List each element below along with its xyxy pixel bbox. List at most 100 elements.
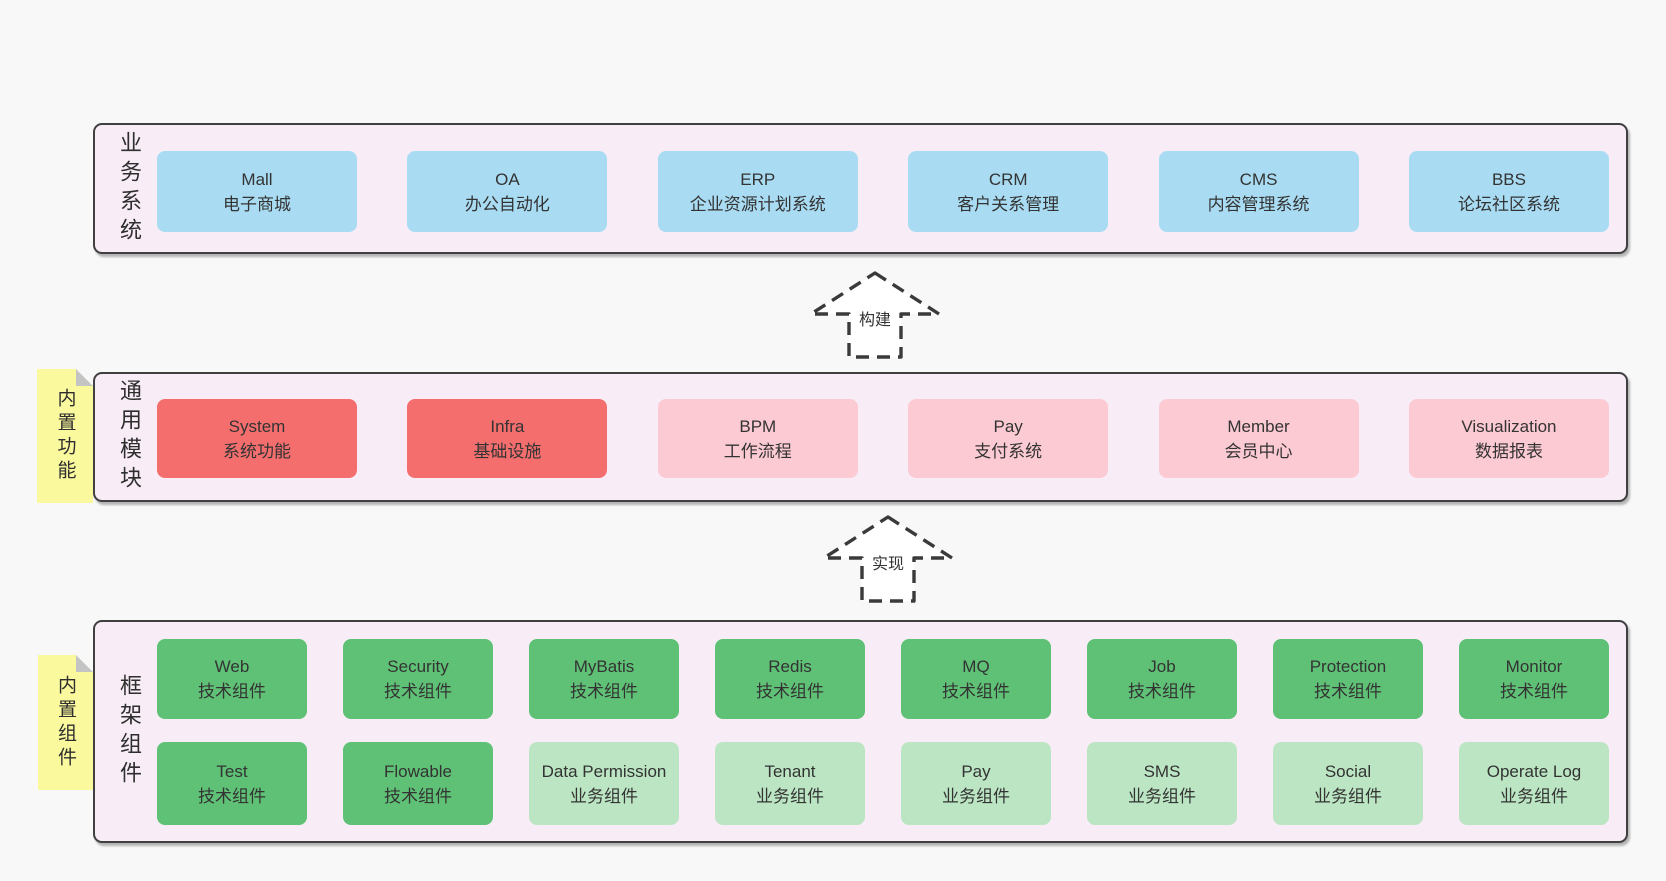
box-erp: ERP 企业资源计划系统 [657,151,858,232]
layer-framework-label: 框架组件 [117,673,142,790]
box-subtitle: 技术组件 [1128,682,1196,701]
box-title: Pay [961,761,991,781]
box-title: Protection [1309,657,1387,676]
box-subtitle: 业务组件 [1314,786,1382,806]
box-subtitle: 支付系统 [974,441,1043,461]
box-subtitle: 技术组件 [942,682,1010,701]
box-protection: Protection 技术组件 [1273,639,1423,719]
box-title: CMS [1239,169,1278,189]
box-subtitle: 客户关系管理 [957,194,1060,214]
box-title: Social [1324,761,1372,781]
box-title: Mall [241,169,273,189]
box-mybatis: MyBatis 技术组件 [529,639,679,719]
box-subtitle: 电子商城 [223,194,291,214]
box-subtitle: 技术组件 [570,682,638,701]
box-title: Tenant [764,761,816,781]
box-title: MQ [962,657,990,676]
folded-corner-icon [76,655,93,672]
layer-framework-components: 框架组件 Web 技术组件 Security 技术组件 MyBatis 技术组件… [93,620,1628,843]
box-monitor: Monitor 技术组件 [1459,639,1609,719]
box-subtitle: 数据报表 [1474,441,1543,461]
box-subtitle: 技术组件 [756,682,824,701]
box-mq: MQ 技术组件 [901,639,1051,719]
sticky-note-built-in-components: 内置组件 [38,655,93,790]
box-infra: Infra 基础设施 [407,399,608,478]
sticky-label: 内置组件 [55,674,76,771]
box-system: System 系统功能 [157,399,357,478]
box-subtitle: 论坛社区系统 [1457,194,1560,214]
box-subtitle: 会员中心 [1224,441,1293,461]
box-title: Member [1227,416,1290,436]
sticky-label: 内置功能 [54,388,76,484]
box-subtitle: 基础设施 [473,441,542,461]
implement-arrow-icon: 实现 [819,514,957,604]
box-test: Test 技术组件 [157,742,307,825]
box-sms: SMS 业务组件 [1087,742,1237,825]
framework-row-2: Test 技术组件 Flowable 技术组件 Data Permission … [157,742,1609,825]
box-title: Pay [993,416,1023,436]
box-subtitle: 业务组件 [756,786,824,806]
box-subtitle: 技术组件 [1500,682,1568,701]
box-title: Data Permission [541,761,667,781]
box-subtitle: 内容管理系统 [1207,194,1310,214]
box-title: ERP [740,169,776,189]
box-subtitle: 系统功能 [223,441,291,461]
dashed-up-arrow-icon [809,271,941,359]
box-oa: OA 办公自动化 [407,151,608,232]
box-pay-system: Pay 支付系统 [908,399,1109,478]
box-title: Job [1148,657,1176,676]
box-subtitle: 技术组件 [1314,682,1382,701]
box-title: System [228,416,286,436]
box-title: SMS [1143,761,1181,781]
box-title: BPM [739,416,777,436]
box-subtitle: 技术组件 [198,682,266,701]
framework-row-1: Web 技术组件 Security 技术组件 MyBatis 技术组件 Redi… [157,639,1609,719]
box-security: Security 技术组件 [343,639,493,719]
box-crm: CRM 客户关系管理 [908,151,1109,232]
box-title: Infra [490,416,525,436]
box-subtitle: 工作流程 [723,441,792,461]
box-title: Test [216,761,248,781]
box-data-permission: Data Permission 业务组件 [529,742,679,825]
layer-business-systems: 业务系统 Mall 电子商城 OA 办公自动化 ERP 企业资源计划系统 CRM… [93,123,1628,254]
box-cms: CMS 内容管理系统 [1158,151,1359,232]
box-visualization: Visualization 数据报表 [1408,399,1609,478]
box-title: MyBatis [573,657,635,676]
box-job: Job 技术组件 [1087,639,1237,719]
box-web: Web 技术组件 [157,639,307,719]
sticky-note-built-in-functions: 内置功能 [37,369,93,503]
box-title: Monitor [1505,657,1563,676]
box-subtitle: 办公自动化 [464,194,550,214]
box-pay-component: Pay 业务组件 [901,742,1051,825]
box-subtitle: 技术组件 [384,786,452,806]
box-subtitle: 技术组件 [384,682,452,701]
box-subtitle: 业务组件 [942,786,1010,806]
business-boxes-row: Mall 电子商城 OA 办公自动化 ERP 企业资源计划系统 CRM 客户关系… [157,151,1609,232]
box-member: Member 会员中心 [1158,399,1359,478]
folded-corner-icon [76,369,93,386]
layer-modules-label: 通用模块 [117,379,142,495]
box-subtitle: 业务组件 [570,786,638,806]
box-title: BBS [1491,169,1526,189]
box-subtitle: 业务组件 [1128,786,1196,806]
modules-boxes-row: System 系统功能 Infra 基础设施 BPM 工作流程 Pay 支付系统… [157,399,1609,478]
box-title: OA [495,169,520,189]
layer-common-modules: 通用模块 System 系统功能 Infra 基础设施 BPM 工作流程 Pay… [93,372,1628,502]
box-bbs: BBS 论坛社区系统 [1408,151,1609,232]
box-social: Social 业务组件 [1273,742,1423,825]
box-title: Web [214,657,250,676]
layer-business-label: 业务系统 [117,130,142,247]
box-mall: Mall 电子商城 [157,151,357,232]
dashed-up-arrow-icon [822,515,954,603]
box-title: CRM [988,169,1028,189]
box-flowable: Flowable 技术组件 [343,742,493,825]
box-bpm: BPM 工作流程 [657,399,858,478]
box-title: Flowable [383,761,453,781]
box-title: Security [387,657,449,676]
box-tenant: Tenant 业务组件 [715,742,865,825]
build-arrow-icon: 构建 [806,270,944,360]
implement-arrow-label: 实现 [871,556,904,573]
box-title: Redis [768,657,812,676]
box-operate-log: Operate Log 业务组件 [1459,742,1609,825]
